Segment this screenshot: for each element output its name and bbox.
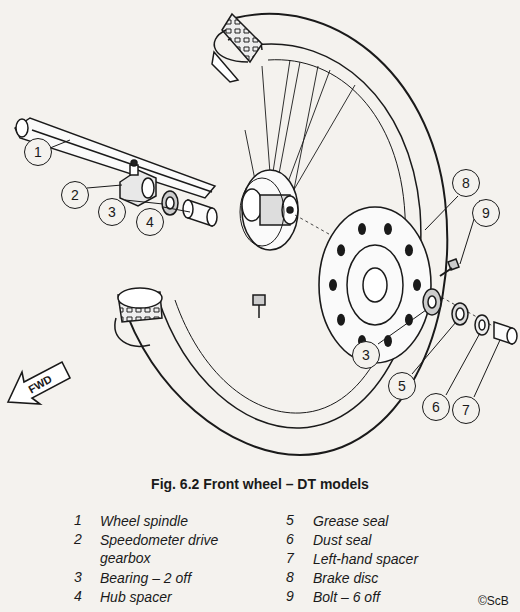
key-text: Bearing – 2 off xyxy=(100,569,225,587)
key-number: 8 xyxy=(286,569,294,585)
callout-number: 3 xyxy=(98,198,126,226)
key-number: 4 xyxy=(74,588,82,604)
key-number: 5 xyxy=(286,512,294,528)
key-number: 2 xyxy=(74,531,82,547)
disc-hole xyxy=(337,314,345,326)
callout-number: 1 xyxy=(24,138,52,166)
key-number: 9 xyxy=(286,588,294,604)
disc-hole xyxy=(384,223,392,235)
callout-number: 2 xyxy=(61,181,89,209)
callout-number: 4 xyxy=(136,208,164,236)
disc-hole xyxy=(405,244,413,256)
key-text: Wheel spindle xyxy=(100,512,225,530)
figure-title: Fig. 6.2 Front wheel – DT models xyxy=(151,476,369,492)
callout-number: 7 xyxy=(452,396,480,424)
disc-hole xyxy=(358,223,366,235)
key-text: Dust seal xyxy=(313,531,438,549)
callout-number: 3 xyxy=(352,341,380,369)
key-text: Brake disc xyxy=(313,569,438,587)
key-text: Speedometer drive gearbox xyxy=(100,531,225,567)
callout-number: 9 xyxy=(472,199,500,227)
key-text: Bolt – 6 off xyxy=(313,588,438,606)
key-number: 1 xyxy=(74,512,82,528)
copyright: ©ScB xyxy=(478,594,509,608)
key-text: Hub spacer xyxy=(100,588,225,606)
disc-hole xyxy=(337,244,345,256)
disc-hole xyxy=(329,279,337,291)
disc-hole xyxy=(413,279,421,291)
key-number: 7 xyxy=(286,550,294,566)
callout-number: 5 xyxy=(388,372,416,400)
key-number: 6 xyxy=(286,531,294,547)
callout-number: 8 xyxy=(452,169,480,197)
key-text: Grease seal xyxy=(313,512,438,530)
callout-number: 6 xyxy=(422,393,450,421)
key-number: 3 xyxy=(74,569,82,585)
key-text: Left-hand spacer xyxy=(313,550,438,568)
